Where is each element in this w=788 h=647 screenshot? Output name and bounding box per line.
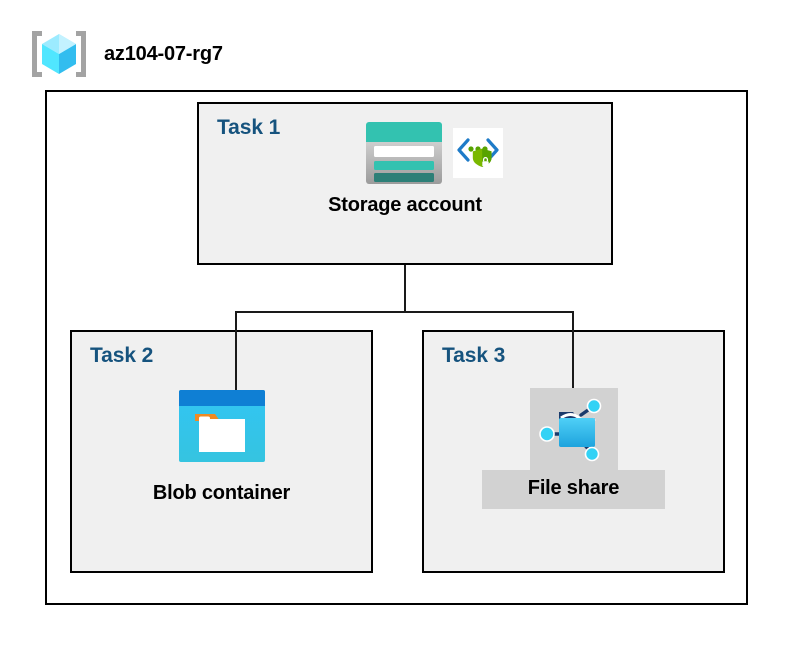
resource-blob-container: Blob container bbox=[70, 388, 373, 505]
storage-icon-row bbox=[363, 118, 503, 188]
resource-file-share: File share bbox=[422, 388, 725, 509]
task-3-label: Task 3 bbox=[442, 344, 506, 367]
task-1-label: Task 1 bbox=[217, 116, 281, 139]
connector-junction-bus bbox=[235, 311, 574, 313]
file-share-icon bbox=[538, 398, 601, 462]
resource-group-title: az104-07-rg7 bbox=[104, 42, 223, 65]
storage-account-icon bbox=[366, 122, 442, 184]
connector-to-blob-container bbox=[235, 311, 237, 390]
resource-group-icon bbox=[32, 31, 86, 77]
connector-storage-to-junction bbox=[404, 265, 406, 313]
connector-to-file-share bbox=[572, 311, 574, 388]
blob-container-icon bbox=[178, 390, 265, 462]
storage-account-caption: Storage account bbox=[328, 194, 482, 216]
resource-storage-account: Storage account bbox=[197, 118, 613, 217]
file-share-caption-highlight: File share bbox=[481, 470, 666, 509]
blob-container-caption: Blob container bbox=[152, 482, 291, 504]
file-share-caption: File share bbox=[527, 477, 620, 499]
file-share-icon-highlight bbox=[529, 388, 618, 470]
resource-group-header: az104-07-rg7 bbox=[28, 26, 223, 82]
secure-transfer-icon bbox=[453, 128, 503, 178]
task-2-label: Task 2 bbox=[90, 344, 154, 367]
